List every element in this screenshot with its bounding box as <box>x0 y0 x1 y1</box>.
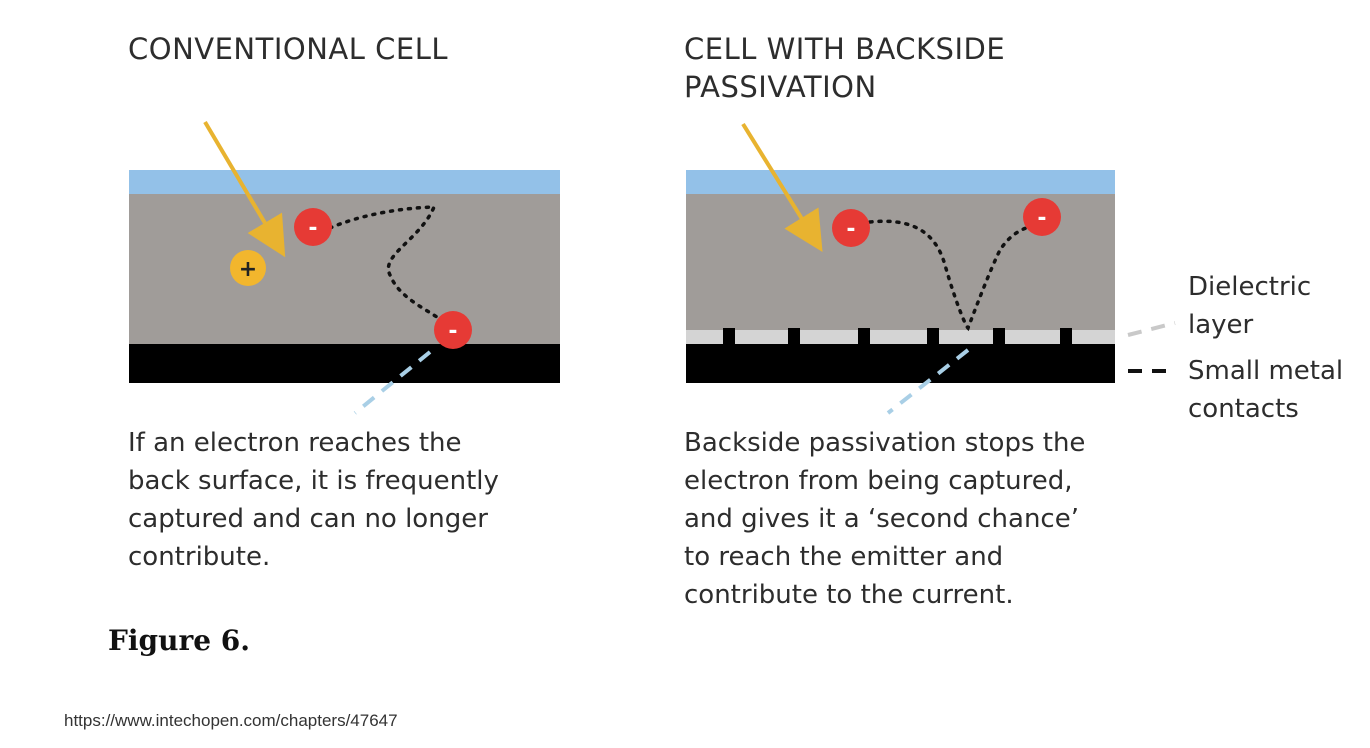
electron-reflected: - <box>1023 198 1061 236</box>
conventional-cell: + - - <box>129 120 560 415</box>
front-surface-layer <box>686 170 1115 194</box>
front-surface-layer <box>129 170 560 194</box>
leader-line-back-surface <box>886 348 970 415</box>
electron-start: - <box>294 208 332 246</box>
electron-symbol: - <box>448 319 457 344</box>
legend-dielectric-layer: Dielectric layer <box>1188 272 1312 340</box>
small-metal-contacts <box>723 328 1072 346</box>
electron-start: - <box>832 209 870 247</box>
legend-small-metal-contacts: Small metal contacts <box>1188 356 1344 424</box>
silicon-bulk <box>129 194 560 344</box>
back-metal-contact <box>129 344 560 383</box>
electron-symbol: - <box>846 217 855 242</box>
electron-symbol: - <box>308 216 317 241</box>
electron-path <box>328 205 450 327</box>
figure-label: Figure 6. <box>108 624 250 657</box>
passivated-cell: - - <box>686 122 1176 415</box>
incident-light-arrow <box>741 122 823 252</box>
electron-captured: - <box>434 311 472 349</box>
electron-path <box>868 219 1028 332</box>
electron-symbol: - <box>1037 206 1046 231</box>
source-url: https://www.intechopen.com/chapters/4764… <box>64 711 398 730</box>
leader-line-back-surface <box>353 350 432 415</box>
caption-backside-passivation: Backside passivation stops the electron … <box>684 428 1086 610</box>
back-metal-contact <box>686 344 1115 383</box>
incident-light-arrow <box>203 120 286 258</box>
dielectric-layer <box>686 330 1115 344</box>
caption-conventional-cell: If an electron reaches the back surface,… <box>128 428 499 572</box>
panel-title-conventional-cell: CONVENTIONAL CELL <box>128 32 449 66</box>
hole-charge: + <box>230 250 266 286</box>
leader-line-dielectric <box>1127 321 1176 337</box>
panel-title-backside-passivation: CELL WITH BACKSIDE PASSIVATION <box>684 32 1006 104</box>
hole-symbol: + <box>239 257 257 282</box>
